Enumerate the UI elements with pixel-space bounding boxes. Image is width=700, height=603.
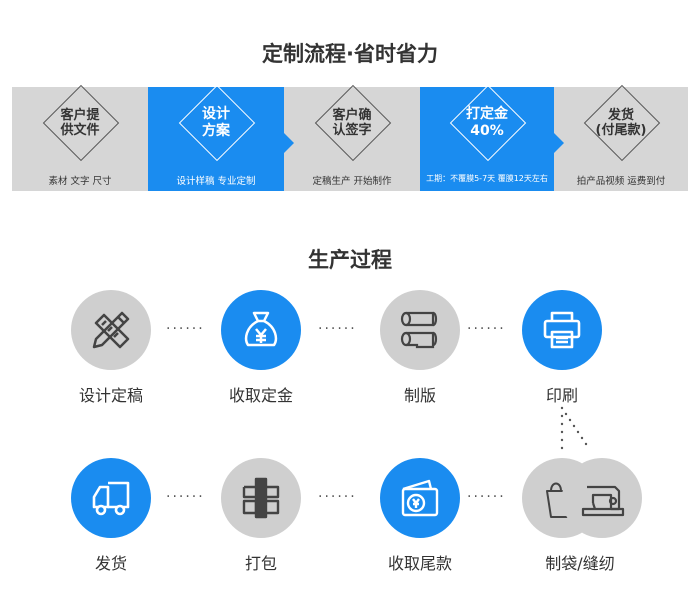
connector-dots: ······ xyxy=(467,321,506,337)
connector-dots: ······ xyxy=(166,321,205,337)
process-label-deposit: 收取定金 xyxy=(228,386,293,405)
step-label: 设计 方案 xyxy=(202,106,230,139)
printer-icon xyxy=(522,290,602,370)
printing-rollers-icon xyxy=(380,290,460,370)
process-label-balance: 收取尾款 xyxy=(387,554,452,573)
step-subtext: 设计样稿 专业定制 xyxy=(176,176,256,187)
step-shipping: 发货 (付尾款) 拍产品视频 运费到付 xyxy=(554,84,688,191)
custom-process-steps: 客户提 供文件 素材 文字 尺寸 设计 方案 设计样稿 专业定制 客户确 认签字… xyxy=(12,84,688,191)
step-customer-confirm: 客户确 认签字 定稿生产 开始制作 xyxy=(284,84,420,191)
connector-dots: ······ xyxy=(318,489,357,505)
process-label-design: 设计定稿 xyxy=(78,386,143,405)
process-label-plate: 制版 xyxy=(403,386,436,405)
step-label: 客户提 供文件 xyxy=(60,108,100,138)
section-title-custom-process: 定制流程·省时省力 xyxy=(262,42,438,66)
process-label-print: 印刷 xyxy=(545,386,578,405)
step-subtext: 定稿生产 开始制作 xyxy=(312,176,392,187)
step-deposit: 打定金 40% 工期：不覆膜5-7天 覆膜12天左右 xyxy=(420,84,564,191)
step-label: 客户确 认签字 xyxy=(332,108,372,138)
step-subtext: 工期：不覆膜5-7天 覆膜12天左右 xyxy=(426,174,548,183)
step-label: 打定金 40% xyxy=(466,106,508,139)
money-bag-icon xyxy=(221,290,301,370)
connector-dots-diagonal xyxy=(560,406,588,450)
delivery-truck-icon xyxy=(71,458,151,538)
process-label-ship: 发货 xyxy=(94,554,127,573)
step-subtext: 拍产品视频 运费到付 xyxy=(576,176,666,187)
connector-dots: ······ xyxy=(318,321,357,337)
bag-sewing-icon xyxy=(522,458,642,540)
wallet-icon xyxy=(380,458,460,538)
arrow-right-icon xyxy=(554,133,564,153)
connector-dots: ······ xyxy=(166,489,205,505)
step-provide-files: 客户提 供文件 素材 文字 尺寸 xyxy=(12,84,148,191)
package-icon xyxy=(221,458,301,538)
arrow-right-icon xyxy=(284,133,294,153)
step-subtext: 素材 文字 尺寸 xyxy=(48,176,112,187)
step-label: 发货 (付尾款) xyxy=(595,108,647,138)
sewing-machine-icon xyxy=(562,458,642,538)
section-title-production: 生产过程 xyxy=(308,248,392,272)
process-label-pack: 打包 xyxy=(244,554,277,573)
connector-dots: ······ xyxy=(467,489,506,505)
step-design-plan: 设计 方案 设计样稿 专业定制 xyxy=(148,84,294,191)
process-label-bag-sewing: 制袋/缝纫 xyxy=(545,554,615,573)
design-tools-icon xyxy=(71,290,151,370)
